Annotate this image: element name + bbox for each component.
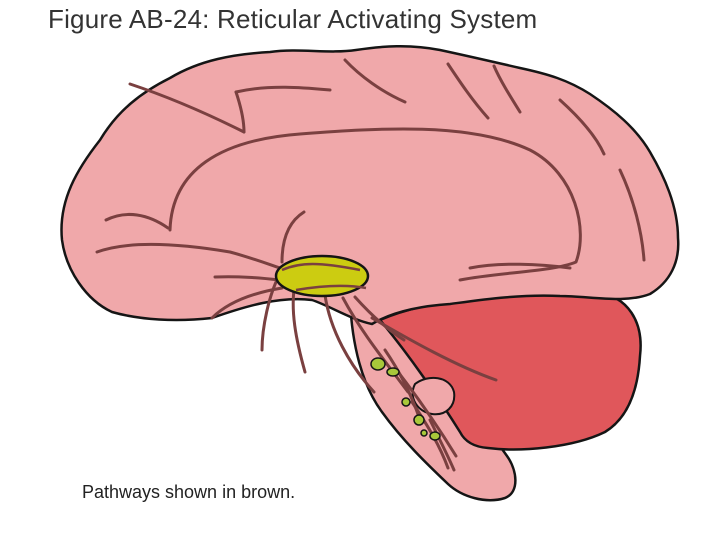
pathway	[341, 296, 410, 394]
pathway	[492, 64, 522, 114]
nucleus	[386, 367, 400, 377]
pathway	[428, 418, 456, 472]
pathway	[468, 262, 572, 270]
pathway	[234, 90, 246, 134]
nucleus	[370, 357, 386, 371]
reticular-nuclei	[370, 357, 441, 441]
pathway	[618, 168, 646, 262]
pathway	[370, 316, 498, 382]
figure-caption: Pathways shown in brown.	[82, 482, 296, 502]
pathway	[280, 210, 306, 264]
pathway	[104, 213, 170, 230]
pathway	[558, 98, 606, 156]
pathway	[234, 85, 332, 94]
pathway	[210, 286, 284, 320]
thalamus-pathway	[295, 284, 367, 292]
pathway	[343, 58, 407, 104]
figure-title: Figure AB-24: Reticular Activating Syste…	[48, 4, 538, 34]
thalamus-pathway	[281, 262, 361, 272]
pathway	[446, 62, 490, 120]
nucleus	[413, 414, 425, 426]
pathway	[393, 366, 458, 458]
thalamus	[274, 254, 370, 298]
nucleus	[420, 429, 428, 437]
pathway	[95, 242, 282, 270]
pathway	[213, 275, 282, 282]
pathway	[323, 293, 376, 394]
nucleus	[401, 397, 411, 407]
cerebrum	[60, 45, 680, 326]
nucleus	[429, 431, 441, 441]
pathway	[128, 82, 246, 134]
pons	[411, 376, 456, 416]
pathways	[95, 58, 646, 472]
